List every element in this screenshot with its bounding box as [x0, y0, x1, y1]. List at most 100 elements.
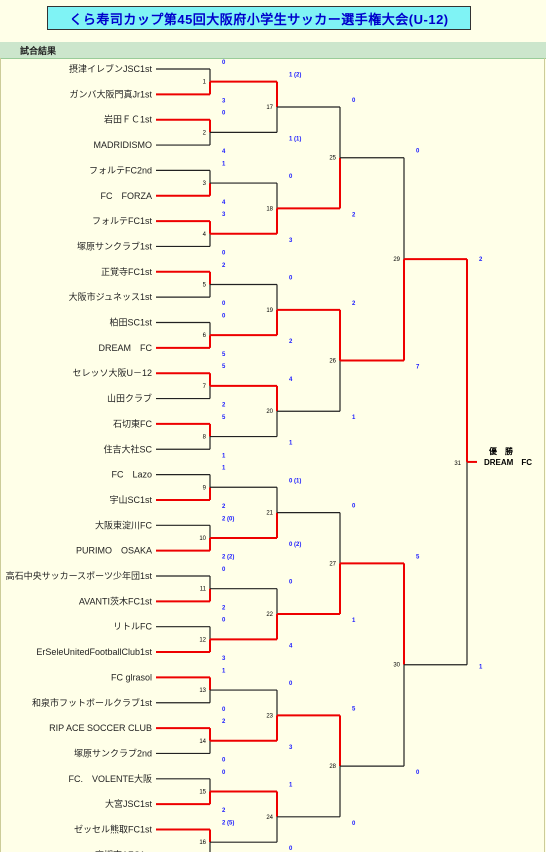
team-name: FC glrasol [111, 672, 152, 682]
match-number: 31 [454, 461, 461, 467]
match-number: 23 [266, 713, 273, 719]
match-score: 0 [416, 149, 420, 155]
match-number: 17 [266, 105, 273, 111]
team-name: 和泉市フットボールクラブ1st [32, 697, 153, 708]
match-score: 0 [222, 250, 226, 256]
final-score: 2 [479, 257, 483, 263]
team-name: ゼッセル熊取FC1st [74, 824, 153, 835]
match-score: 1 [222, 161, 226, 167]
match-score: 2 [352, 212, 356, 218]
match-score: 1 (1) [289, 136, 301, 142]
match-score: 5 [222, 352, 226, 358]
match-score: 5 [222, 364, 226, 370]
team-name: PURIMO OSAKA [76, 546, 152, 556]
team-name: セレッソ大阪U－12 [72, 367, 152, 378]
final-score: 1 [479, 665, 483, 671]
match-number: 13 [199, 688, 206, 694]
match-score: 0 [222, 770, 226, 776]
match-number: 20 [266, 409, 273, 415]
match-score: 3 [289, 745, 293, 751]
match-score: 5 [416, 554, 420, 560]
match-score: 2 [222, 719, 226, 725]
match-number: 21 [266, 511, 273, 517]
match-number: 5 [203, 282, 207, 288]
team-name: FC. VOLENTE大阪 [68, 773, 152, 784]
team-name: 岩田ＦＣ1st [104, 114, 153, 125]
bracket-frame [0, 58, 545, 852]
match-number: 16 [199, 840, 206, 846]
match-score: 4 [289, 643, 293, 649]
match-number: 10 [199, 536, 206, 542]
match-score: 4 [289, 377, 293, 383]
champion-team: DREAM FC [484, 458, 532, 467]
match-score: 0 [352, 821, 356, 827]
match-score: 7 [416, 365, 420, 371]
match-score: 3 [289, 238, 293, 244]
team-name: FC Lazo [111, 470, 152, 480]
team-name: 大阪東淀川FC [95, 519, 152, 530]
team-name: DREAM FC [99, 343, 153, 353]
team-name: 宇山SC1st [109, 494, 152, 505]
team-name: 塚原サンクラブ1st [77, 240, 153, 251]
match-score: 0 [222, 567, 226, 573]
match-number: 6 [203, 333, 207, 339]
team-name: 柏田SC1st [109, 317, 152, 328]
match-number: 18 [266, 206, 273, 212]
team-name: 塚原サンクラブ2nd [74, 747, 152, 758]
match-score: 1 [289, 441, 293, 447]
match-number: 28 [329, 764, 336, 770]
match-number: 30 [393, 663, 400, 669]
match-number: 2 [203, 130, 207, 136]
team-name: ガンバ大阪門真Jr1st [69, 88, 152, 99]
match-score: 0 [289, 681, 293, 687]
team-name: 正覚寺FC1st [101, 266, 153, 277]
team-name: FC FORZA [101, 191, 153, 201]
match-number: 3 [203, 181, 207, 187]
team-name: AVANTI茨木FC1st [79, 595, 153, 606]
champion-label: 優 勝 [488, 446, 514, 456]
match-number: 27 [329, 561, 336, 567]
team-name: RIP ACE SOCCER CLUB [49, 723, 152, 733]
team-name: 大阪市ジュネッス1st [69, 291, 153, 302]
match-number: 29 [393, 257, 400, 263]
match-score: 2 (5) [222, 821, 234, 827]
match-score: 0 [222, 707, 226, 713]
match-number: 4 [203, 232, 207, 238]
match-score: 2 [222, 605, 226, 611]
tournament-title-banner: くら寿司カップ第45回大阪府小学生サッカー選手権大会(U-12) [47, 6, 471, 30]
match-number: 24 [266, 815, 273, 821]
match-score: 4 [222, 200, 226, 206]
match-number: 7 [203, 384, 207, 390]
match-score: 0 [352, 98, 356, 104]
match-number: 14 [199, 739, 206, 745]
match-number: 19 [266, 308, 273, 314]
match-score: 0 (1) [289, 478, 301, 484]
match-score: 1 (2) [289, 73, 301, 79]
match-score: 2 [222, 504, 226, 510]
results-section-label: 試合結果 [20, 46, 57, 56]
match-score: 0 [222, 60, 226, 66]
match-score: 3 [222, 656, 226, 662]
team-name: 石切東FC [113, 418, 152, 429]
match-score: 2 [222, 808, 226, 814]
match-number: 8 [203, 435, 207, 441]
match-score: 2 [222, 403, 226, 409]
tournament-title: くら寿司カップ第45回大阪府小学生サッカー選手権大会(U-12) [69, 11, 449, 27]
match-score: 0 [416, 770, 420, 776]
match-score: 0 [222, 111, 226, 117]
team-name: 山田クラブ [107, 393, 152, 404]
match-score: 1 [352, 415, 356, 421]
match-score: 1 [289, 782, 293, 788]
team-name: 摂津イレブンJSC1st [69, 63, 153, 74]
match-score: 0 (2) [289, 542, 301, 548]
match-score: 0 [222, 757, 226, 763]
team-name: MADRIDISMO [94, 140, 153, 150]
match-score: 3 [222, 98, 226, 104]
match-number: 15 [199, 789, 206, 795]
match-score: 2 [289, 339, 293, 345]
team-name: 高石中央サッカースポーツ少年団1st [6, 570, 153, 581]
match-score: 2 (0) [222, 516, 234, 522]
match-score: 0 [289, 275, 293, 281]
match-score: 0 [289, 174, 293, 180]
